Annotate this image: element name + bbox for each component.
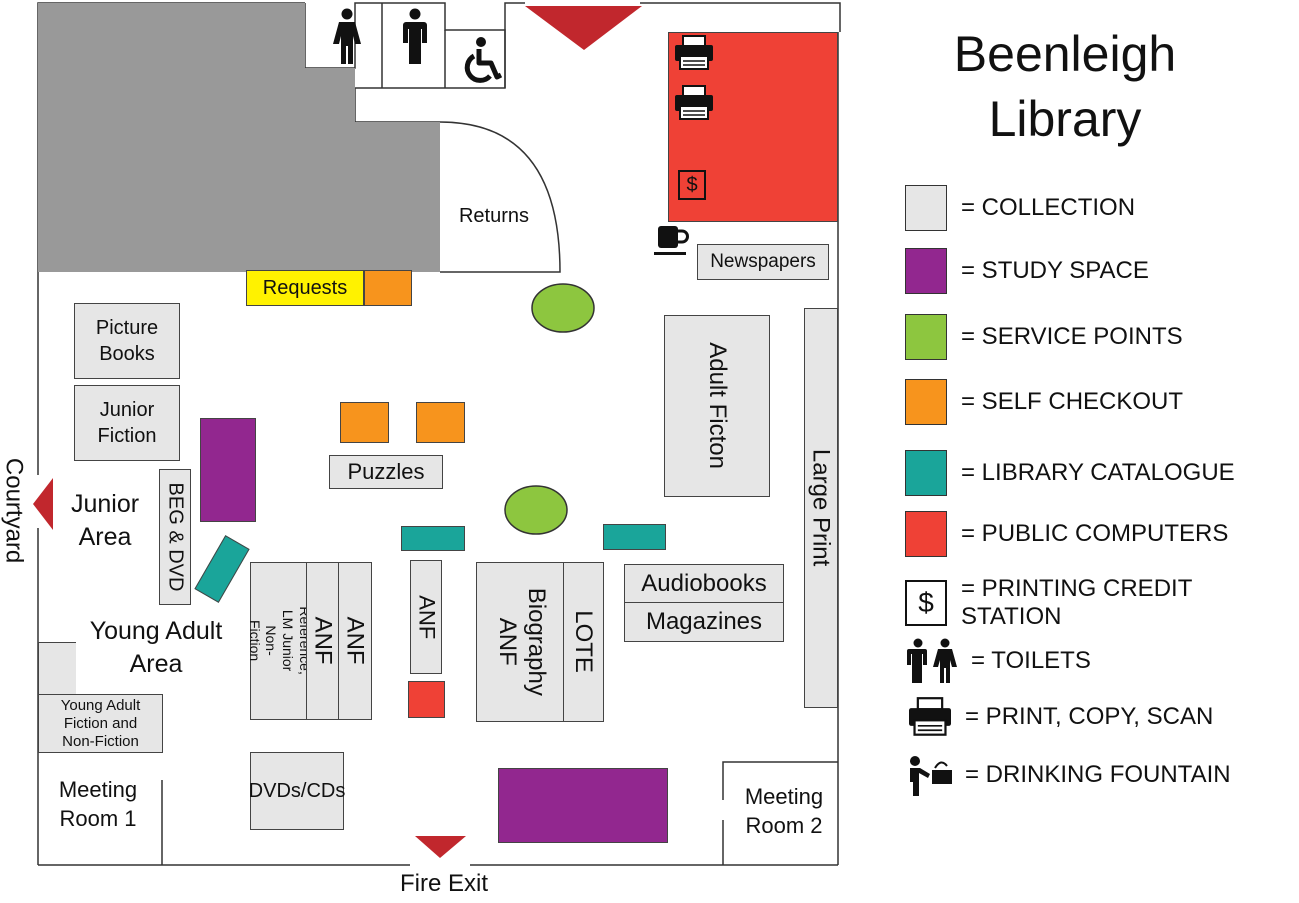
coffee-cup-icon xyxy=(654,226,689,255)
swatch-collection xyxy=(905,185,947,231)
lote-shelf: LOTE xyxy=(563,562,604,722)
dollar-icon: $ xyxy=(905,580,947,626)
fire-exit-label: Fire Exit xyxy=(399,870,488,897)
audiobooks-shelf: Audiobooks xyxy=(624,564,784,604)
returns-desk-label: Returns xyxy=(458,205,530,227)
printer-icon xyxy=(909,697,951,736)
puzzles-shelf: Puzzles xyxy=(329,455,443,489)
young-adult-fiction-shelf-main: Young Adult Fiction and Non-Fiction xyxy=(38,694,163,753)
catalogue-center-right xyxy=(603,524,666,550)
large-print-shelf: Large Print xyxy=(804,308,838,708)
legend-library-catalogue: = LIBRARY CATALOGUE xyxy=(905,450,1235,496)
study-space-junior xyxy=(200,418,256,522)
service-point-center xyxy=(504,485,568,535)
legend-collection: = COLLECTION xyxy=(905,185,1135,231)
swatch-study xyxy=(905,248,947,294)
toilets-icon xyxy=(907,638,957,683)
swatch-selfcheck xyxy=(905,379,947,425)
anf-shelf-2: ANF xyxy=(338,562,372,720)
catalogue-center-left xyxy=(401,526,465,551)
meeting-room-1-label: Meeting Room 1 xyxy=(58,777,138,831)
anf-shelf-1: ANF xyxy=(306,562,340,720)
self-checkout-left xyxy=(340,402,389,443)
self-checkout-top xyxy=(364,270,412,306)
printing-credit-station: $ xyxy=(678,170,706,200)
accessible-toilet-icon xyxy=(464,37,503,83)
legend-self-checkout: = SELF CHECKOUT xyxy=(905,379,1183,425)
public-computer-center xyxy=(408,681,445,718)
swatch-service xyxy=(905,314,947,360)
legend-drinking-fountain: = DRINKING FOUNTAIN xyxy=(905,752,1231,798)
female-toilet-icon xyxy=(333,8,361,64)
printer-icon xyxy=(675,35,713,70)
map-title: Beenleigh Library xyxy=(953,26,1177,147)
legend-public-computers: = PUBLIC COMPUTERS xyxy=(905,511,1228,557)
newspapers-shelf: Newspapers xyxy=(697,244,829,280)
legend-print-copy-scan: = PRINT, COPY, SCAN xyxy=(905,696,1213,738)
self-checkout-right xyxy=(416,402,465,443)
dollar-icon: $ xyxy=(686,174,698,196)
picture-books-shelf: Picture Books xyxy=(74,303,180,379)
legend-printing-credit: $ = PRINTING CREDIT STATION xyxy=(905,575,1299,631)
swatch-catalogue xyxy=(905,450,947,496)
reference-shelf: Reference, LM Junior Non-Fiction xyxy=(246,562,313,720)
magazines-shelf: Magazines xyxy=(624,602,784,642)
legend-study-space: = STUDY SPACE xyxy=(905,248,1149,294)
beg-dvd-shelf: BEG & DVD xyxy=(159,469,191,605)
junior-fiction-shelf: Junior Fiction xyxy=(74,385,180,461)
service-point-top xyxy=(531,283,595,333)
printer-icon xyxy=(675,85,713,120)
meeting-room-2-label: Meeting Room 2 xyxy=(744,784,824,838)
biography-anf-shelf: Biography ANF xyxy=(476,562,566,722)
swatch-computers xyxy=(905,511,947,557)
junior-area-label: Junior Area xyxy=(70,490,140,551)
legend-toilets: = TOILETS xyxy=(905,638,1091,684)
young-adult-fiction-shelf xyxy=(38,642,76,696)
requests-shelf: Requests xyxy=(246,270,364,306)
young-adult-area-label: Young Adult Area xyxy=(89,617,223,678)
study-space-bottom xyxy=(498,768,668,843)
drinking-fountain-icon xyxy=(910,756,952,796)
legend-service-points: = SERVICE POINTS xyxy=(905,314,1183,360)
dvds-cds-shelf: DVDs/CDs xyxy=(249,752,345,830)
adult-fiction-shelf: Adult Ficton xyxy=(664,315,770,497)
anf-shelf-3: ANF xyxy=(410,560,442,674)
male-toilet-icon xyxy=(403,8,427,64)
